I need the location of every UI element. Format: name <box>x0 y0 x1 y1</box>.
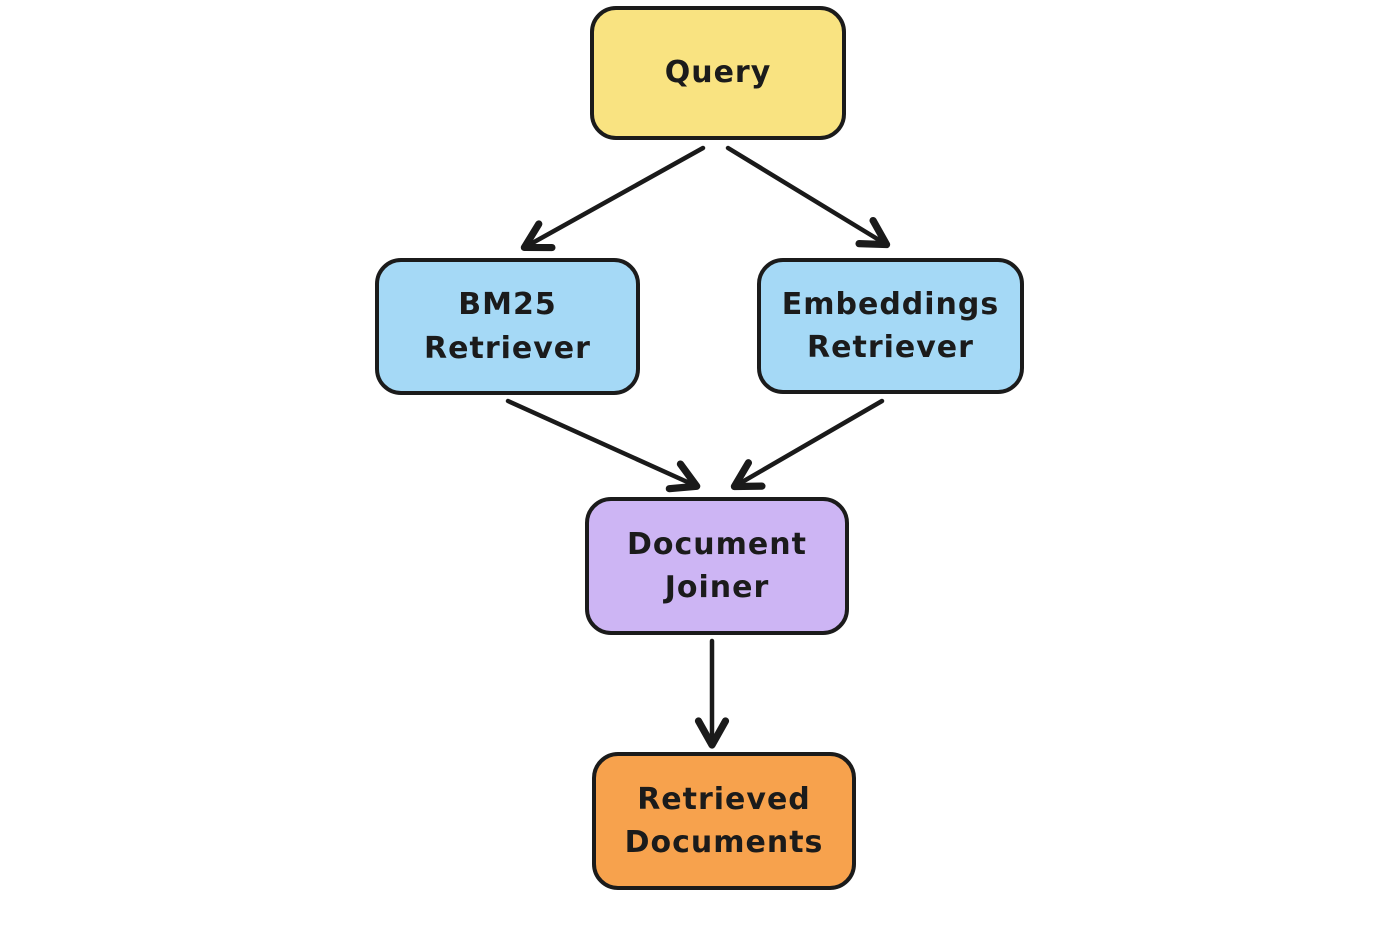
arrow-bm25-to-joiner <box>505 398 701 493</box>
node-bm25-retriever: BM25 Retriever <box>375 258 640 395</box>
arrow-embeddings-to-joiner <box>730 398 885 491</box>
node-embeddings-retriever: Embeddings Retriever <box>757 258 1024 394</box>
node-bm25-retriever-label: BM25 Retriever <box>424 287 591 366</box>
arrow-query-to-embeddings <box>725 145 891 249</box>
node-embeddings-retriever-label: Embeddings Retriever <box>781 286 1000 366</box>
node-document-joiner-label: Document Joiner <box>627 526 807 606</box>
node-retrieved-documents-label: Retrieved Documents <box>624 781 824 861</box>
node-query-label: Query <box>664 55 772 91</box>
node-document-joiner: Document Joiner <box>585 497 849 635</box>
node-query: Query <box>590 6 846 140</box>
node-retrieved-documents: Retrieved Documents <box>592 752 856 890</box>
arrow-query-to-bm25 <box>520 145 706 252</box>
